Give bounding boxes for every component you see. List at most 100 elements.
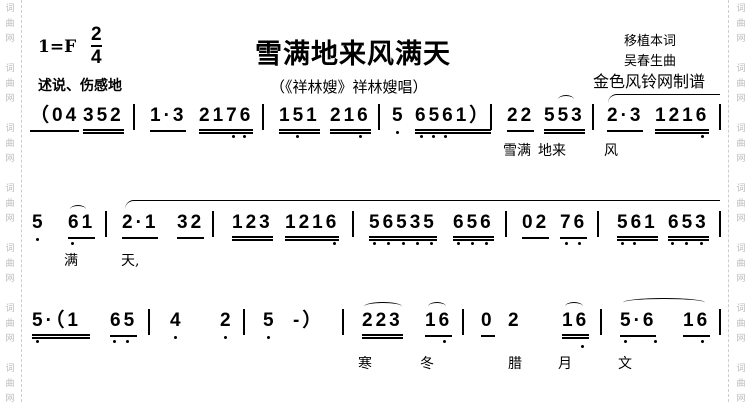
- time-numerator: 2: [91, 24, 102, 47]
- lyricist-credit: 移植本词: [624, 34, 677, 49]
- lyric: 雪满: [503, 143, 531, 159]
- watermark-text: 词曲网: [5, 4, 15, 44]
- lower-octave-dot: [578, 242, 581, 245]
- watermark-text: 词曲网: [5, 124, 15, 164]
- slur: [608, 94, 720, 103]
- time-signature: 2 4: [91, 24, 102, 68]
- watermark-text: 词曲网: [736, 304, 746, 344]
- lower-octave-dot: [685, 242, 688, 245]
- lower-octave-dot: [457, 242, 460, 245]
- watermark-text: 词曲网: [736, 364, 746, 404]
- note-group: 223: [362, 310, 403, 339]
- slur: [565, 302, 583, 311]
- note-group: 2·1: [122, 212, 159, 239]
- note-group: 16: [562, 310, 590, 339]
- note-group: （04: [30, 105, 80, 132]
- note: 4: [170, 310, 184, 331]
- slur: [428, 302, 446, 311]
- score-maker-credit: 金色风铃网制谱: [593, 72, 706, 91]
- lower-octave-dot: [420, 135, 423, 138]
- lower-octave-dot: [396, 131, 399, 134]
- lower-octave-dot: [565, 242, 568, 245]
- note-group: 76: [560, 212, 588, 239]
- note-group: 22: [507, 105, 535, 132]
- lyric: 地来: [538, 143, 566, 159]
- note-group: 352: [83, 105, 124, 134]
- lower-octave-dot: [224, 336, 227, 339]
- note-group: 151: [279, 105, 320, 134]
- barline: [378, 104, 380, 130]
- note-group: 216: [330, 105, 371, 134]
- lower-octave-dot: [621, 242, 624, 245]
- note-group: 1216: [655, 105, 710, 134]
- lower-octave-dot: [359, 135, 362, 138]
- watermark-text: 词曲网: [736, 244, 746, 284]
- lyric: 风: [604, 143, 618, 159]
- note-group: 2·3: [607, 105, 644, 132]
- note-group: 16: [683, 310, 711, 337]
- barline: [719, 211, 721, 237]
- lower-octave-dot: [402, 242, 405, 245]
- lower-octave-dot: [443, 340, 446, 343]
- time-denominator: 4: [91, 47, 102, 68]
- barline: [600, 309, 602, 335]
- note-group: 56535: [369, 212, 437, 241]
- watermark-text: 词曲网: [5, 304, 15, 344]
- lower-octave-dot: [243, 135, 246, 138]
- slur: [70, 205, 86, 214]
- lower-octave-dot: [432, 135, 435, 138]
- lyric: 文: [618, 356, 632, 372]
- slur: [623, 298, 705, 307]
- note-group: 656: [453, 212, 494, 241]
- slur: [125, 200, 720, 209]
- lower-octave-dot: [36, 340, 39, 343]
- song-title: 雪满地来风满天: [255, 39, 451, 70]
- barline: [212, 211, 214, 237]
- lower-octave-dot: [671, 242, 674, 245]
- barline: [243, 309, 245, 335]
- lower-octave-dot: [654, 340, 657, 343]
- watermark-text: 词曲网: [5, 364, 15, 404]
- note-group: 5·（1: [32, 310, 90, 339]
- lower-octave-dot: [373, 242, 376, 245]
- barline: [262, 104, 264, 130]
- lower-octave-dot: [267, 336, 270, 339]
- lower-octave-dot: [444, 135, 447, 138]
- lyric: 寒: [358, 356, 372, 372]
- barline: [719, 104, 721, 130]
- note: 0: [481, 310, 495, 337]
- lower-octave-dot: [333, 242, 336, 245]
- watermark-text: 词曲网: [5, 244, 15, 284]
- lyric: 满: [64, 253, 78, 269]
- lower-octave-dot: [71, 242, 74, 245]
- lower-octave-dot: [471, 242, 474, 245]
- watermark-text: 词曲网: [5, 64, 15, 104]
- note-group: 553: [544, 105, 585, 134]
- note-group: 61: [68, 212, 96, 239]
- note-group: 32: [177, 212, 205, 239]
- watermark-text: 词曲网: [736, 4, 746, 44]
- lyric: 月: [558, 356, 572, 372]
- note: 5: [263, 310, 277, 331]
- expression-marking: 述说、伤感地: [38, 78, 122, 94]
- note-group: 16: [425, 310, 453, 337]
- note-group: 123: [232, 212, 273, 241]
- lyric: 天,: [121, 253, 140, 269]
- note-group: 02: [522, 212, 550, 239]
- note: -）: [293, 310, 325, 331]
- lower-octave-dot: [624, 340, 627, 343]
- left-margin-line: [21, 0, 22, 402]
- barline: [352, 211, 354, 237]
- lower-octave-dot: [700, 242, 703, 245]
- barline: [133, 104, 135, 130]
- composer-credit: 吴春生曲: [624, 54, 677, 69]
- barline: [597, 211, 599, 237]
- lower-octave-dot: [485, 242, 488, 245]
- lower-octave-dot: [416, 242, 419, 245]
- lower-octave-dot: [581, 345, 584, 348]
- barline: [342, 309, 344, 335]
- note-group: 6561）: [415, 105, 492, 134]
- lower-octave-dot: [232, 135, 235, 138]
- note-group: 653: [668, 212, 709, 241]
- barline: [148, 309, 150, 335]
